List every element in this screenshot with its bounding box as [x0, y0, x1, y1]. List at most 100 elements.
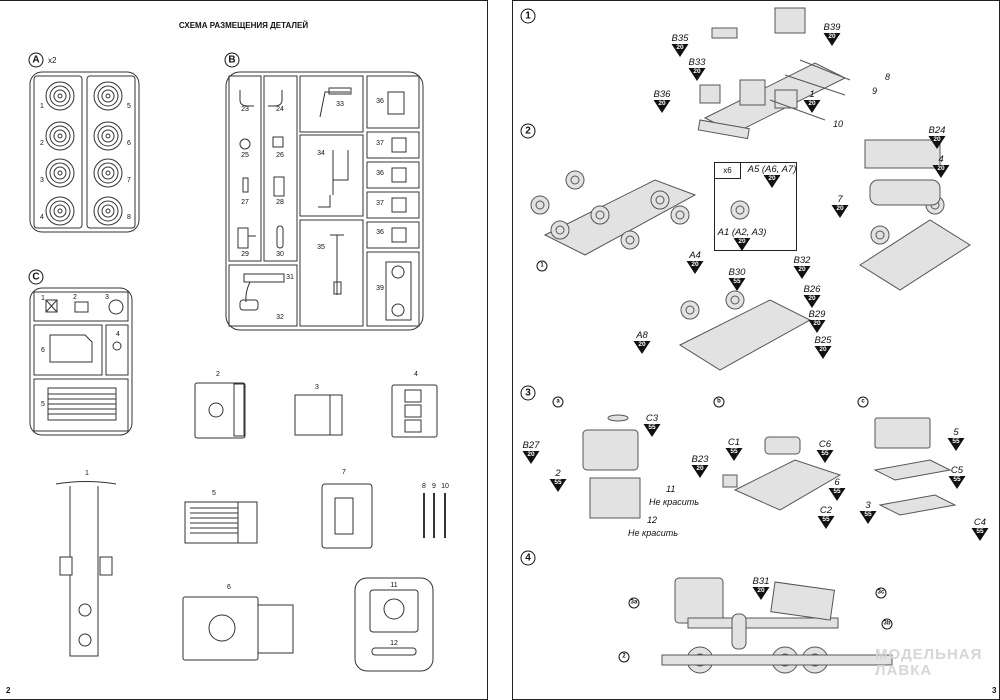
- sprue-c-part-number: 6: [41, 347, 45, 354]
- callout-part-label: B24: [928, 125, 946, 136]
- paint-code-triangle-icon: 20: [752, 587, 770, 600]
- wheel-icon: [875, 230, 885, 240]
- paint-code-triangle-icon: 20: [653, 100, 671, 113]
- paint-code-triangle-icon: 20: [691, 465, 709, 478]
- sprue-b-part-number: 36: [376, 229, 384, 236]
- paint-code-triangle-icon: 20: [688, 68, 706, 81]
- callout-part-label: 2: [555, 468, 561, 479]
- loose-part-number: 6: [227, 584, 231, 591]
- callout-part-label: B29: [808, 309, 826, 320]
- sprue-c-label: C: [28, 269, 44, 285]
- callout-part-label: B33: [688, 57, 706, 68]
- callout-part-label: 3: [865, 500, 871, 511]
- wheel-part-icon: [105, 133, 111, 139]
- sprue-a-part-number: 4: [40, 214, 44, 221]
- loose-part-number: 11: [390, 582, 398, 589]
- wheel-part-icon: [105, 170, 111, 176]
- sprue-c-part-number: 5: [41, 401, 45, 408]
- loose-part-number: 9: [432, 483, 436, 490]
- wheel-part-icon: [105, 93, 111, 99]
- step-number: 2: [520, 123, 536, 139]
- callout-part-label: A4: [689, 250, 701, 261]
- callout-part-label: B35: [671, 33, 689, 44]
- sprue-c-part-number: 3: [105, 294, 109, 301]
- wheel-icon: [625, 235, 635, 245]
- wheel-part-icon: [57, 93, 63, 99]
- wheel-icon: [675, 210, 685, 220]
- watermark-line: ЛАВКА: [875, 662, 933, 679]
- wheel-icon: [595, 210, 605, 220]
- subassembly-ref: 3a: [628, 597, 640, 609]
- paint-code-triangle-icon: 55: [549, 479, 567, 492]
- no-paint-note: Не красить: [649, 497, 700, 507]
- part-label: 12: [647, 515, 658, 525]
- sprue-b-part-number: 33: [336, 101, 344, 108]
- wheel-icon: [730, 295, 740, 305]
- watermark-line: МОДЕЛЬНАЯ: [875, 646, 983, 663]
- step-number: 3: [520, 385, 536, 401]
- paint-code-triangle-icon: 55: [728, 278, 746, 291]
- sprue-b-part-number: 27: [241, 199, 249, 206]
- loose-part-number: 10: [441, 483, 449, 490]
- sprue-a-part-number: 2: [40, 140, 44, 147]
- wheel-icon: [570, 175, 580, 185]
- paint-code-triangle-icon: 20: [803, 100, 821, 113]
- paint-code-triangle-icon: 55: [816, 450, 834, 463]
- sprue-b-part-number: 25: [241, 152, 249, 159]
- subassembly-ref: 3c: [875, 587, 887, 599]
- loose-part-number: 2: [216, 371, 220, 378]
- paint-code-triangle-icon: 55: [947, 438, 965, 451]
- sprue-b-part-number: 37: [376, 140, 384, 147]
- callout-part-label: B26: [803, 284, 821, 295]
- callout-part-label: 7: [837, 194, 843, 205]
- sprue-b-part-number: 32: [276, 314, 284, 321]
- sprue-b-part-number: 30: [276, 251, 284, 258]
- callout-part-label: B31: [752, 576, 770, 587]
- callout-part-label: 1: [809, 89, 815, 100]
- sprue-a-label: A: [28, 52, 44, 68]
- callout-part-label: B39: [823, 22, 841, 33]
- multiplier-box: x6: [714, 162, 797, 251]
- sprue-b-part-number: 34: [317, 150, 325, 157]
- paint-code-triangle-icon: 20: [831, 205, 849, 218]
- paint-code-triangle-icon: 20: [928, 136, 946, 149]
- sprue-b-frame: [225, 71, 424, 331]
- paint-code-triangle-icon: 20: [932, 165, 950, 178]
- assembly-drawings: [530, 7, 971, 674]
- sprue-c-part-number: 4: [116, 331, 120, 338]
- page-number-right: 3: [992, 686, 997, 695]
- callout-part-label: B36: [653, 89, 671, 100]
- sprue-a-part-number: 7: [127, 177, 131, 184]
- paint-code-triangle-icon: 20: [671, 44, 689, 57]
- loose-part-number: 4: [414, 371, 418, 378]
- callout-part-label: C2: [819, 505, 833, 516]
- paint-code-triangle-icon: 55: [828, 488, 846, 501]
- sprue-b-part-number: 24: [276, 106, 284, 113]
- paint-code-triangle-icon: 20: [823, 33, 841, 46]
- page-gutter: [489, 0, 511, 700]
- paint-code-triangle-icon: 55: [725, 448, 743, 461]
- paint-code-triangle-icon: 20: [522, 451, 540, 464]
- callout-part-label: C4: [973, 517, 987, 528]
- callout-part-label: B32: [793, 255, 811, 266]
